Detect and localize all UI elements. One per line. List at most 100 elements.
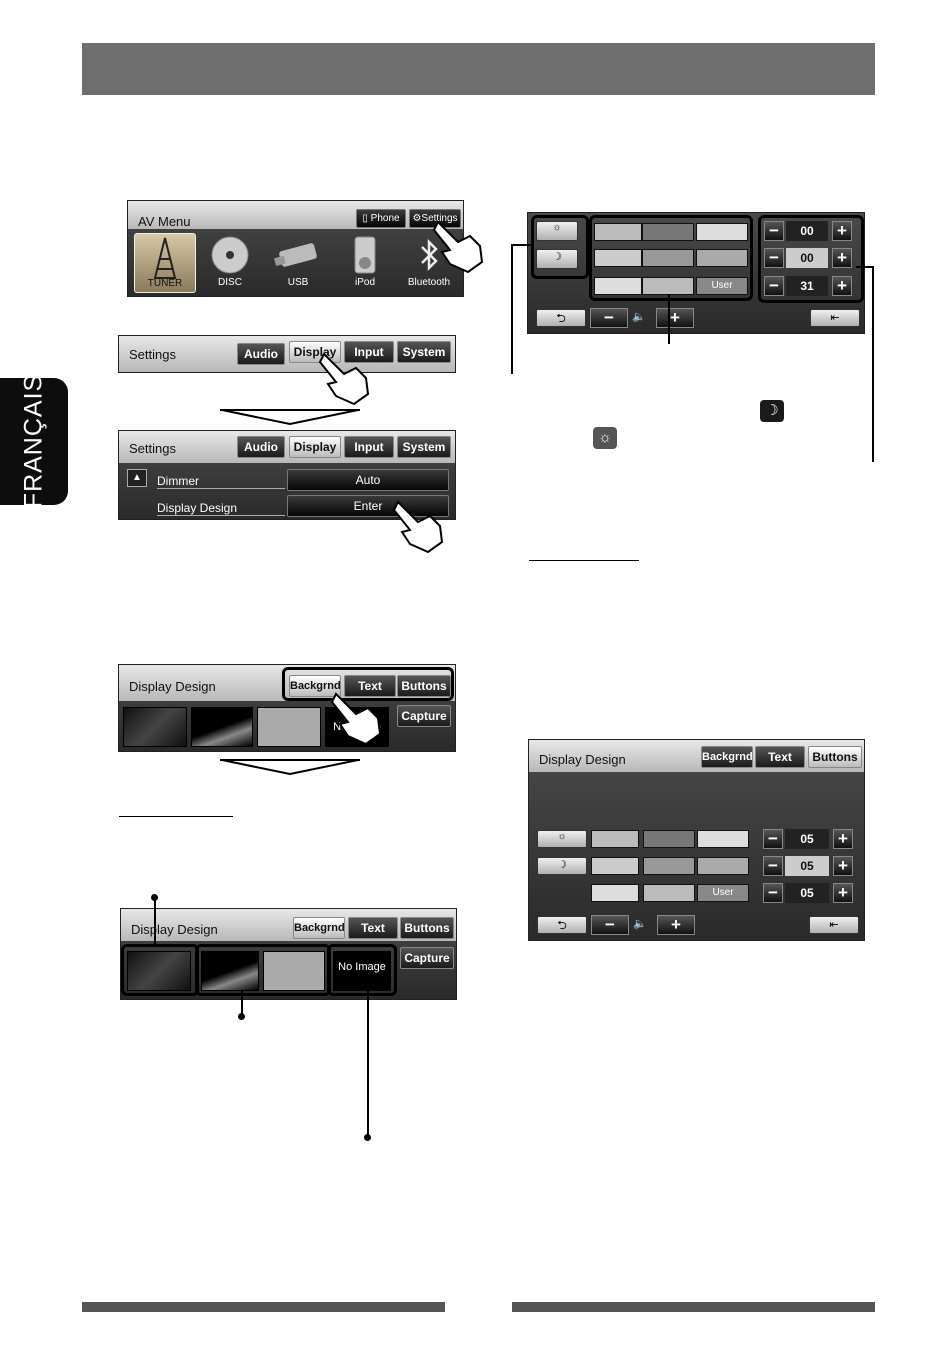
tab-text[interactable]: Text (755, 746, 805, 768)
background-thumb-3[interactable] (257, 707, 321, 747)
tab-backgrnd[interactable]: Backgrnd (701, 746, 753, 768)
color-swatch[interactable] (594, 249, 642, 267)
color-swatch[interactable] (642, 249, 694, 267)
no-image-thumb[interactable]: No Image (333, 951, 391, 991)
tuner-label: TUNER (147, 278, 183, 289)
color-swatch[interactable] (591, 884, 639, 902)
sun-icon: ☼ (593, 427, 617, 449)
green-plus-button[interactable]: + (832, 248, 852, 268)
callout-line (367, 990, 369, 1138)
exit-button[interactable]: ⇤ (810, 309, 860, 327)
rule-line (119, 816, 233, 817)
green-plus-button[interactable]: + (833, 856, 853, 876)
volume-up-button[interactable]: + (657, 915, 695, 935)
tuner-item[interactable]: TUNER (134, 233, 196, 293)
blue-value: 05 (785, 883, 829, 903)
red-minus-button[interactable]: − (763, 829, 783, 849)
tab-buttons[interactable]: Buttons (397, 675, 451, 697)
tab-backgrnd[interactable]: Backgrnd (289, 675, 341, 697)
return-arrow-icon: ⮌ (557, 918, 567, 932)
bluetooth-item[interactable]: Bluetooth (400, 233, 458, 291)
tab-audio[interactable]: Audio (237, 436, 285, 458)
back-button[interactable]: ⮌ (536, 309, 586, 327)
exit-icon: ⇤ (829, 919, 839, 931)
background-thumb-2[interactable] (191, 707, 253, 747)
night-mode-button[interactable]: ☽ (537, 857, 587, 875)
color-swatch[interactable] (696, 249, 748, 267)
color-swatch[interactable] (591, 857, 639, 875)
green-value: 00 (786, 248, 828, 268)
volume-down-button[interactable]: − (590, 308, 628, 328)
page-header-bar (82, 43, 875, 95)
background-thumb-default[interactable] (123, 707, 187, 747)
color-swatch[interactable] (643, 884, 695, 902)
tab-system[interactable]: System (397, 341, 451, 363)
back-button[interactable]: ⮌ (537, 916, 587, 934)
blue-minus-button[interactable]: − (764, 276, 784, 296)
dimmer-value-button[interactable]: Auto (287, 469, 449, 491)
green-minus-button[interactable]: − (764, 248, 784, 268)
red-minus-button[interactable]: − (764, 221, 784, 241)
display-design-title: Display Design (129, 679, 216, 694)
tab-audio[interactable]: Audio (237, 343, 285, 365)
capture-button[interactable]: Capture (400, 947, 454, 969)
user-swatch[interactable]: User (696, 277, 748, 295)
down-arrow-icon (220, 759, 360, 776)
ipod-item[interactable]: iPod (340, 233, 390, 291)
usb-item[interactable]: USB (268, 233, 328, 291)
volume-down-button[interactable]: − (591, 915, 629, 935)
day-mode-button[interactable]: ☼ (536, 221, 578, 241)
color-swatch[interactable] (594, 277, 642, 295)
disc-item[interactable]: DISC (204, 233, 256, 291)
av-menu-titlebar (128, 201, 463, 229)
capture-button[interactable]: Capture (397, 705, 451, 727)
blue-plus-button[interactable]: + (832, 276, 852, 296)
callout-line (241, 990, 243, 1016)
settings-label: Settings (421, 213, 458, 224)
tab-backgrnd[interactable]: Backgrnd (293, 917, 345, 939)
color-swatch[interactable] (642, 223, 694, 241)
tab-text[interactable]: Text (348, 917, 398, 939)
user-swatch[interactable]: User (697, 884, 749, 902)
default-bg-highlight-frame (121, 944, 199, 996)
tab-buttons[interactable]: Buttons (808, 746, 862, 768)
tab-input[interactable]: Input (344, 436, 394, 458)
disc-icon (211, 236, 249, 274)
red-plus-button[interactable]: + (833, 829, 853, 849)
tuner-tower-icon (153, 237, 177, 279)
phone-button[interactable]: ▯ Phone (356, 209, 406, 228)
tab-text[interactable]: Text (344, 675, 396, 697)
color-swatch[interactable] (643, 830, 695, 848)
display-design-label: Display Design (157, 501, 285, 516)
rgb-highlight-frame (758, 215, 864, 303)
color-swatch[interactable] (594, 223, 642, 241)
speaker-icon: 🔈 (632, 311, 646, 323)
background-thumb-default[interactable] (127, 951, 191, 991)
display-design-buttons-screen: Display Design Backgrnd Text Buttons ☼ ☽… (528, 739, 865, 941)
pointing-hand-icon (330, 692, 382, 746)
day-mode-button[interactable]: ☼ (537, 830, 587, 848)
scroll-up-button[interactable]: ▲ (127, 469, 147, 487)
return-arrow-icon: ⮌ (556, 311, 566, 325)
tab-system[interactable]: System (397, 436, 451, 458)
volume-up-button[interactable]: + (656, 308, 694, 328)
tab-buttons[interactable]: Buttons (400, 917, 454, 939)
night-mode-button[interactable]: ☽ (536, 249, 578, 269)
color-swatch[interactable] (696, 223, 748, 241)
sun-icon: ☼ (557, 831, 567, 842)
red-plus-button[interactable]: + (832, 221, 852, 241)
blue-minus-button[interactable]: − (763, 883, 783, 903)
blue-plus-button[interactable]: + (833, 883, 853, 903)
callout-line (668, 294, 670, 344)
tab-input[interactable]: Input (344, 341, 394, 363)
color-swatch[interactable] (643, 857, 695, 875)
color-swatch[interactable] (591, 830, 639, 848)
color-swatch[interactable] (697, 857, 749, 875)
background-thumb-3[interactable] (263, 951, 325, 991)
green-minus-button[interactable]: − (763, 856, 783, 876)
color-swatch[interactable] (697, 830, 749, 848)
background-thumb-2[interactable] (201, 951, 259, 991)
exit-button[interactable]: ⇤ (809, 916, 859, 934)
preset-bg-highlight-frame (195, 944, 331, 996)
tab-display[interactable]: Display (289, 436, 341, 458)
